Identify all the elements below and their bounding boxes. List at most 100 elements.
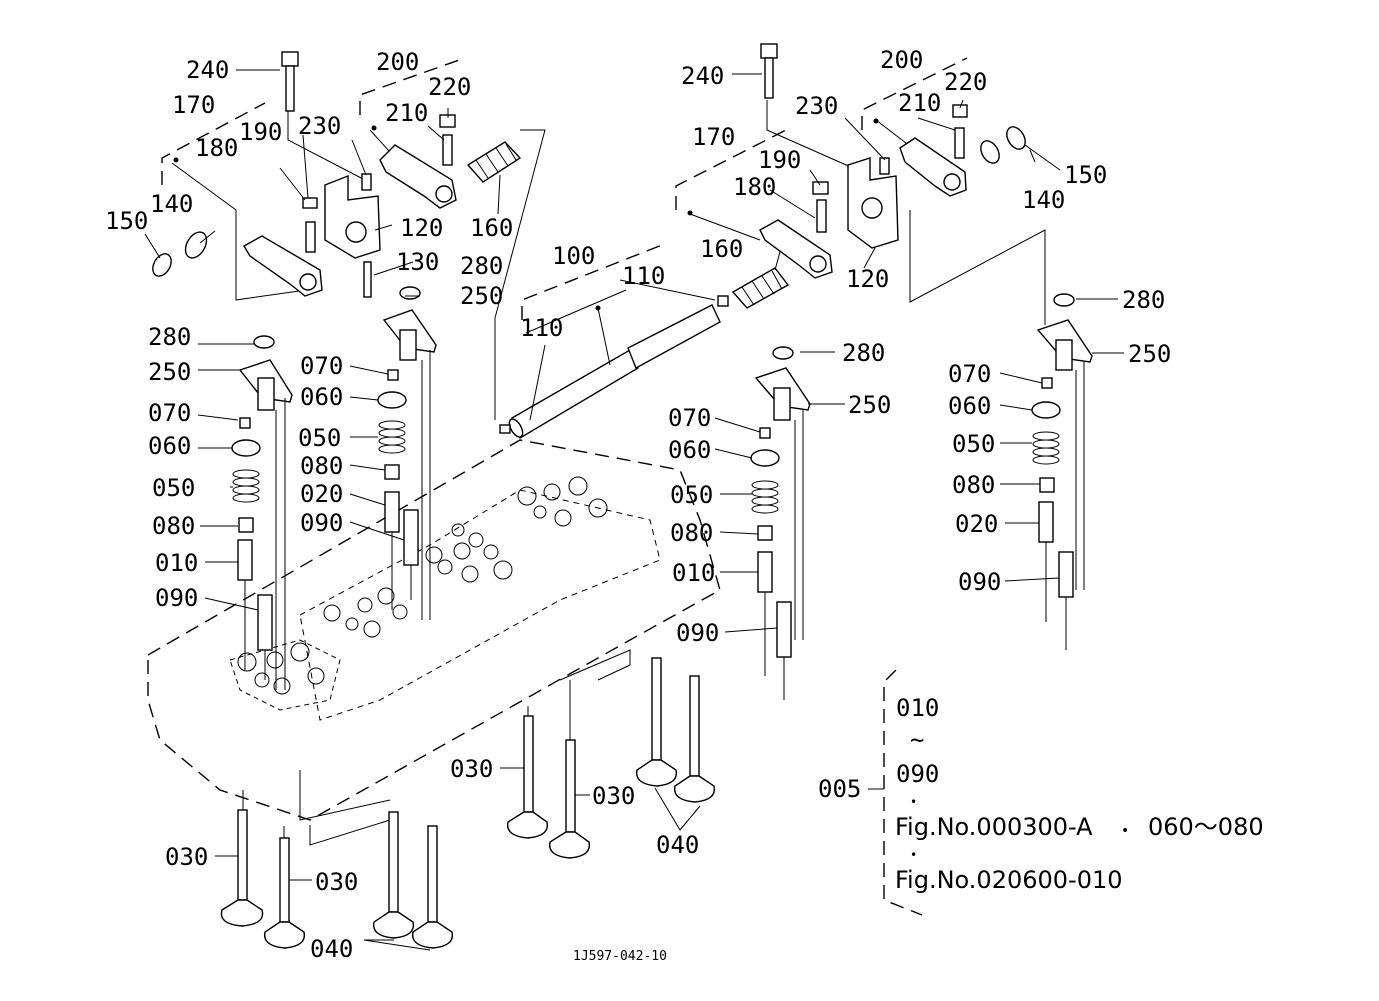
callout-220: 220 (944, 68, 987, 96)
spring-160-left (466, 141, 522, 183)
cylinder-head-outline (147, 439, 721, 846)
callout-020: 020 (300, 480, 343, 508)
valve-030-a (220, 790, 264, 927)
callout-labels: 240 200 220 170 210 230 180 190 140 150 … (105, 46, 1171, 963)
note-range-sep: ~ (910, 726, 924, 754)
left-rocker-assembly (144, 51, 546, 420)
callout-070: 070 (300, 352, 343, 380)
callout-160: 160 (470, 214, 513, 242)
callout-030: 030 (165, 843, 208, 871)
note-range-start: 010 (896, 694, 939, 722)
callout-180: 180 (195, 134, 238, 162)
note-ref-1-range: 060～080 (1148, 813, 1264, 841)
drawing-id: 1J597-042-10 (573, 949, 667, 964)
callout-200: 200 (376, 48, 419, 76)
callout-200: 200 (880, 46, 923, 74)
callout-050: 050 (952, 430, 995, 458)
callout-060: 060 (148, 432, 191, 460)
callout-130: 130 (396, 248, 439, 276)
callout-040: 040 (310, 935, 353, 963)
note-ref-1-sep: • (1121, 823, 1129, 839)
callout-090: 090 (155, 584, 198, 612)
bolt-240-left (281, 51, 366, 181)
callout-280: 280 (148, 323, 191, 351)
callout-010: 010 (155, 549, 198, 577)
callout-190: 190 (758, 146, 801, 174)
callout-160: 160 (700, 235, 743, 263)
callout-080: 080 (300, 452, 343, 480)
callout-070: 070 (668, 404, 711, 432)
left-valve-stack-2 (377, 286, 437, 620)
callout-220: 220 (428, 73, 471, 101)
callout-070: 070 (148, 399, 191, 427)
callout-050: 050 (670, 481, 713, 509)
note-ref-2: Fig.No.020600-010 (895, 866, 1123, 894)
rocker-bracket-right (847, 157, 899, 249)
callout-140: 140 (150, 190, 193, 218)
callout-110: 110 (520, 314, 563, 342)
valve-040-c (635, 657, 678, 787)
note-dot-1: • (910, 795, 917, 809)
callout-180: 180 (733, 173, 776, 201)
callout-240: 240 (681, 62, 724, 90)
callout-040: 040 (656, 831, 699, 859)
rocker-arm-right-b (899, 137, 967, 197)
callout-090: 090 (676, 619, 719, 647)
bolt-240-right (760, 43, 863, 173)
callout-030: 030 (315, 868, 358, 896)
reference-note: 010 ~ 090 005 • Fig.No.000300-A • 060～08… (818, 694, 1264, 894)
callout-150: 150 (105, 207, 148, 235)
callout-060: 060 (300, 383, 343, 411)
valve-stack-leaders (197, 295, 1124, 633)
callout-010: 010 (672, 559, 715, 587)
right-rocker-assembly (675, 43, 1061, 325)
callout-030: 030 (592, 782, 635, 810)
rocker-arm-left-b (379, 144, 457, 209)
callout-170: 170 (172, 91, 215, 119)
callout-050: 050 (152, 474, 195, 502)
right-valve-stack-2 (1031, 293, 1093, 650)
note-range-end: 090 (896, 760, 939, 788)
callout-230: 230 (795, 92, 838, 120)
valve-030-d (548, 680, 591, 859)
callout-250: 250 (848, 391, 891, 419)
note-dot-2: • (910, 848, 917, 862)
callout-150: 150 (1064, 161, 1107, 189)
callout-100: 100 (552, 242, 595, 270)
note-bracket (868, 669, 923, 916)
note-ref-1: Fig.No.000300-A (895, 813, 1093, 841)
callout-170: 170 (692, 123, 735, 151)
right-valve-stack-1 (750, 346, 811, 700)
callout-080: 080 (670, 519, 713, 547)
valve-030-c (506, 706, 549, 839)
callout-030: 030 (450, 755, 493, 783)
left-valve-stack-1 (231, 335, 293, 690)
callout-280: 280 (1122, 286, 1165, 314)
note-assembly: 005 (818, 775, 861, 803)
callout-060: 060 (668, 436, 711, 464)
spring-160-right (731, 267, 790, 309)
rocker-shaft (499, 244, 729, 440)
rocker-arm-left-a (243, 235, 323, 297)
valve-040-a (372, 811, 415, 939)
callout-140: 140 (1022, 186, 1065, 214)
rocker-arm-right-a (759, 219, 833, 279)
callout-090: 090 (300, 509, 343, 537)
valves-bottom (215, 657, 716, 951)
callout-110: 110 (622, 262, 665, 290)
callout-120: 120 (400, 214, 443, 242)
rocker-bracket-left (324, 173, 381, 259)
callout-280: 280 (842, 339, 885, 367)
callout-230: 230 (298, 112, 341, 140)
callout-210: 210 (898, 89, 941, 117)
callout-090: 090 (958, 568, 1001, 596)
callout-250: 250 (148, 358, 191, 386)
callout-070: 070 (948, 360, 991, 388)
callout-280: 280 (460, 252, 503, 280)
callout-080: 080 (952, 471, 995, 499)
callout-020: 020 (955, 510, 998, 538)
callout-210: 210 (385, 99, 428, 127)
callout-250: 250 (460, 282, 503, 310)
callout-060: 060 (948, 392, 991, 420)
